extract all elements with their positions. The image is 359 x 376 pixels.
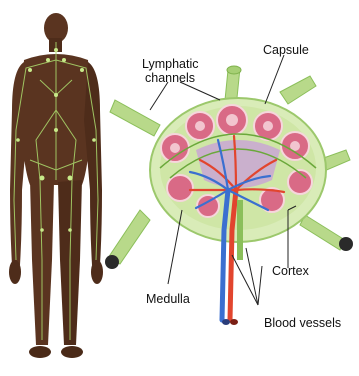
label-capsule: Capsule (263, 43, 309, 57)
lymph-node (105, 66, 353, 325)
label-lymphatic-channels-line2: channels (145, 71, 195, 85)
label-cortex: Cortex (272, 264, 309, 278)
human-figure (9, 13, 103, 358)
label-lymphatic-channels-line1: Lymphatic (142, 57, 199, 71)
label-medulla: Medulla (146, 292, 190, 306)
label-blood-vessels: Blood vessels (264, 316, 341, 330)
